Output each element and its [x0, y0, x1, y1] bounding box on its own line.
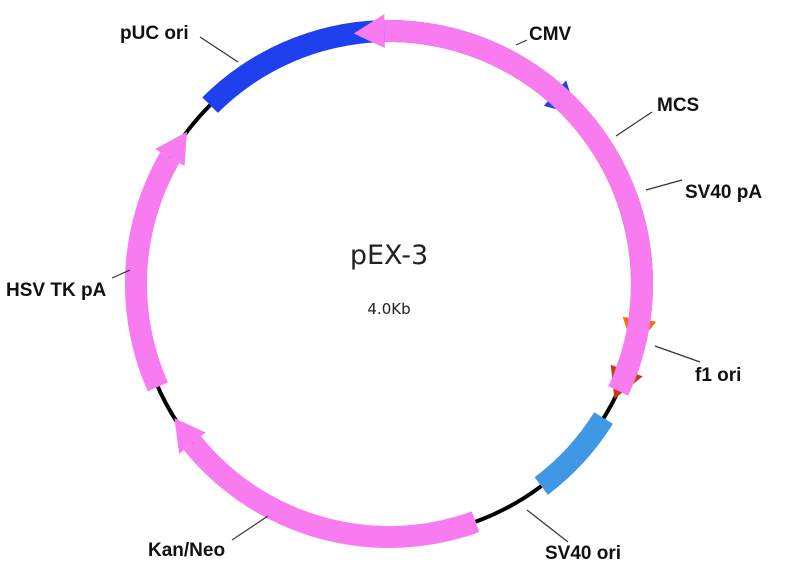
plasmid-name: pEX-3	[350, 240, 428, 271]
leader-line-hsv-tk-pa	[111, 269, 131, 279]
leader-line-mcs	[615, 111, 653, 137]
leader-line-sv40-pa	[645, 179, 683, 191]
feature-f1-ori	[174, 418, 480, 549]
leader-line-cmv	[515, 39, 528, 46]
feature-arc-sv40-ori	[124, 152, 180, 392]
feature-label-sv40-ori: SV40 ori	[545, 543, 621, 564]
feature-arcs	[124, 14, 657, 549]
leader-line-f1-ori	[654, 345, 701, 363]
leader-line-kan-neo	[231, 515, 269, 541]
feature-arc-f1-ori	[183, 436, 480, 549]
feature-arrowhead-f1-ori	[174, 418, 206, 454]
feature-arrowhead-sv40-ori	[155, 131, 187, 166]
label-leader-lines	[111, 36, 701, 543]
feature-label-sv40-pa: SV40 pA	[685, 182, 762, 203]
feature-sv40-ori	[124, 131, 187, 392]
feature-label-f1-ori: f1 ori	[695, 365, 741, 386]
feature-label-hsv-tk-pa: HSV TK pA	[6, 280, 107, 301]
leader-line-sv40-ori	[526, 509, 569, 543]
leader-line-puc-ori	[199, 36, 239, 63]
feature-label-cmv: CMV	[529, 24, 572, 45]
plasmid-size: 4.0Kb	[367, 300, 410, 318]
feature-puc-ori	[353, 14, 654, 396]
feature-arc-puc-ori	[384, 19, 654, 396]
feature-sv40-pa	[534, 412, 613, 495]
feature-arrowhead-puc-ori	[353, 14, 385, 49]
feature-arc-sv40-pa	[534, 412, 613, 495]
feature-label-mcs: MCS	[657, 95, 699, 116]
feature-label-kan-neo: Kan/Neo	[148, 540, 225, 561]
feature-label-puc-ori: pUC ori	[120, 23, 189, 44]
